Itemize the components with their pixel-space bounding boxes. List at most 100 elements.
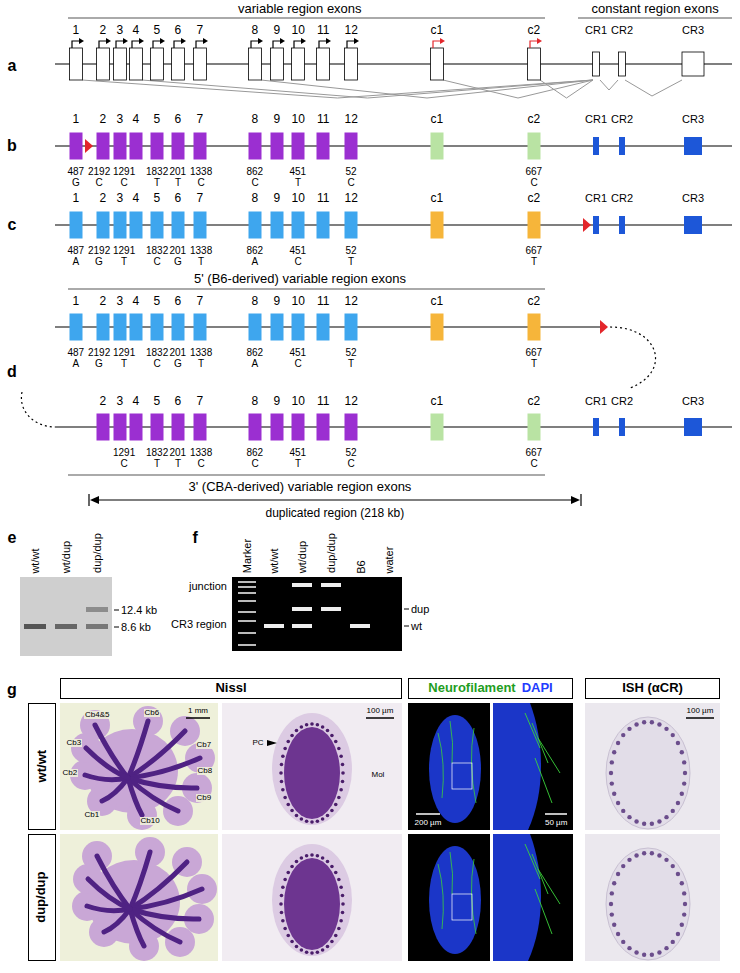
purkinje-cell — [290, 734, 294, 738]
exon-box — [292, 48, 305, 80]
exon-number: 3 — [117, 395, 124, 408]
snp-base: C — [348, 177, 355, 188]
purkinje-cell — [337, 796, 341, 800]
variable-exon — [345, 212, 358, 239]
exon-number: 2 — [100, 24, 107, 37]
snp-base: G — [174, 358, 182, 369]
snp-base: G — [95, 256, 103, 267]
snp-position: 487 — [68, 245, 85, 256]
scale-bar — [545, 813, 567, 815]
lane-label: water — [383, 546, 395, 573]
ish-signal — [610, 760, 614, 764]
scale-label: 200 µm — [415, 819, 442, 828]
exon-number: 2 — [100, 395, 107, 408]
snp-base: C — [531, 177, 538, 188]
purkinje-cell — [334, 934, 338, 938]
span-arrow — [97, 499, 573, 500]
purkinje-cell — [321, 725, 325, 729]
neurofilament-fiber — [532, 723, 548, 763]
purkinje-cell — [290, 865, 294, 869]
snp-position: 1291 — [113, 347, 135, 358]
exon-number: 6 — [175, 24, 182, 37]
lane-label: wt/dup — [296, 541, 308, 573]
arrowhead — [90, 496, 99, 504]
purkinje-cell — [339, 754, 343, 758]
column-header-box: ISH (αCR) — [585, 678, 720, 699]
ish-signal — [642, 953, 646, 957]
variable-exon — [151, 314, 164, 341]
snp-position: 1832 — [146, 166, 168, 177]
promoter-arrowhead — [160, 38, 165, 44]
promoter-arrowhead — [326, 38, 331, 44]
ish-signal — [627, 946, 631, 950]
exon-number: 7 — [197, 395, 204, 408]
nissl-zoom-image — [222, 703, 402, 830]
span-tick — [88, 494, 89, 506]
ish-signal — [671, 733, 675, 737]
snp-base: G — [174, 256, 182, 267]
ladder-band — [238, 620, 256, 622]
panel-letter: a — [8, 57, 17, 75]
ish-signal — [621, 940, 625, 944]
molecular-layer — [272, 713, 352, 825]
fluorescence-zoom-image — [493, 703, 573, 830]
ish-signal — [610, 891, 614, 895]
snp-base: C — [154, 358, 161, 369]
neurofilament-fiber — [438, 733, 443, 798]
nissl-image — [60, 834, 218, 961]
purkinje-cell — [281, 754, 285, 758]
continuation-line — [610, 327, 656, 388]
purkinje-cell — [341, 902, 345, 906]
exon-number: c1 — [431, 395, 444, 408]
snp-base: T — [295, 458, 301, 469]
promoter-arrowhead — [203, 38, 208, 44]
ish-signal — [650, 822, 654, 826]
purkinje-cell — [280, 780, 284, 784]
granular-layer — [128, 778, 142, 815]
lobule-label: Cb3 — [66, 739, 83, 748]
purkinje-cell — [339, 788, 343, 792]
loxp-triangle — [85, 139, 93, 153]
snp-base: T — [531, 358, 537, 369]
exon-number: 1 — [73, 113, 80, 126]
purkinje-cell — [300, 948, 304, 952]
purkinje-cell — [326, 729, 330, 733]
snp-position: 52 — [346, 347, 357, 358]
snp-base: G — [95, 358, 103, 369]
promoter-arrowhead — [106, 38, 111, 44]
gel-band — [86, 607, 108, 612]
c-exon — [528, 212, 541, 239]
purkinje-cell — [337, 747, 341, 751]
exon-number: CR1 — [585, 192, 607, 204]
purkinje-cell — [316, 819, 320, 823]
lane-label: B6 — [354, 560, 366, 573]
header-text: dup/dup — [35, 872, 49, 923]
variable-exon — [249, 133, 262, 160]
continuation-line — [21, 392, 55, 427]
lane-label: Marker — [241, 539, 253, 573]
variable-exon — [130, 133, 143, 160]
constant-exon — [684, 137, 702, 155]
snp-position: 451 — [290, 245, 307, 256]
snp-position: 1338 — [190, 245, 212, 256]
ish-signal — [650, 720, 654, 724]
ish-signal — [634, 853, 638, 857]
snp-position: 667 — [526, 447, 543, 458]
ish-signal — [657, 950, 661, 954]
granular-layer — [128, 758, 200, 778]
purkinje-cell — [330, 940, 334, 944]
band-label: wt — [411, 620, 422, 632]
purkinje-cell — [295, 945, 299, 949]
constant-exon — [619, 216, 625, 234]
ish-signal — [634, 722, 638, 726]
header-text: DAPI — [522, 681, 553, 695]
exon-number: CR1 — [585, 113, 607, 125]
snp-base: C — [121, 177, 128, 188]
region-title: constant region exons — [592, 2, 719, 16]
ish-signal — [676, 741, 680, 745]
exon-number: CR3 — [682, 113, 704, 125]
exon-number: c1 — [431, 295, 444, 308]
snp-position: 1832 — [146, 245, 168, 256]
